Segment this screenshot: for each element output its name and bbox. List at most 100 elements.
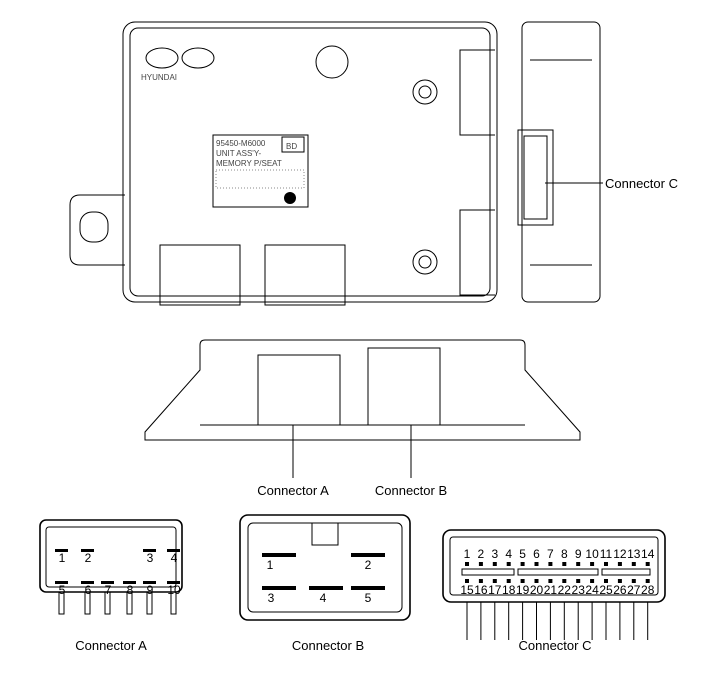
pin-a-contact bbox=[55, 549, 68, 552]
pin-b-contact bbox=[351, 586, 385, 590]
connector-b-latch bbox=[311, 522, 339, 546]
connector-b-housing bbox=[239, 514, 411, 621]
pin-c-contact bbox=[631, 562, 636, 566]
lead-free-mark bbox=[284, 192, 296, 204]
pin-a-label: 10 bbox=[167, 583, 181, 597]
pin-c-contact bbox=[478, 562, 483, 566]
connector-c-housing bbox=[442, 529, 666, 603]
pin-c-label: 8 bbox=[561, 547, 568, 561]
label-line-2: UNIT ASS'Y- bbox=[216, 149, 261, 158]
pin-c-label: 20 bbox=[530, 583, 544, 597]
pin-c-label: 22 bbox=[558, 583, 572, 597]
pin-c-contact bbox=[590, 579, 595, 583]
front-connector-a bbox=[159, 244, 241, 306]
pin-a-contact bbox=[81, 549, 94, 552]
unit-body-inner-edge bbox=[129, 27, 491, 297]
unit-body bbox=[122, 21, 498, 303]
pin-c-label: 24 bbox=[585, 583, 599, 597]
pin-c-label: 10 bbox=[585, 547, 599, 561]
pin-c-label: 27 bbox=[627, 583, 641, 597]
pin-c-label: 15 bbox=[460, 583, 474, 597]
pin-c-contact bbox=[465, 579, 469, 583]
pin-c-contact bbox=[492, 579, 497, 583]
pin-c-label: 25 bbox=[599, 583, 613, 597]
pin-a-contact bbox=[143, 581, 156, 584]
pin-c-label: 21 bbox=[544, 583, 558, 597]
kia-logo bbox=[181, 47, 215, 69]
pin-c-label: 18 bbox=[502, 583, 516, 597]
vent-grille bbox=[315, 45, 349, 79]
label-part-number: 95450-M6000 bbox=[216, 139, 266, 148]
pin-a-contact bbox=[101, 581, 114, 584]
pin-c-contact bbox=[534, 562, 539, 566]
pin-c-contact bbox=[576, 579, 581, 583]
unit-bottom-view: Connector A Connector B bbox=[144, 339, 581, 498]
pin-c-contact bbox=[645, 579, 650, 583]
connector-c-face bbox=[449, 536, 659, 596]
pin-a-contact bbox=[123, 581, 136, 584]
pin-c-label: 13 bbox=[627, 547, 641, 561]
callout-connector-c: Connector C bbox=[605, 176, 678, 191]
connector-c-divider bbox=[517, 568, 599, 576]
pin-a-leg bbox=[58, 591, 65, 615]
pin-b-contact bbox=[262, 553, 296, 557]
left-mount-hole bbox=[79, 211, 109, 243]
pin-c-contact bbox=[576, 562, 581, 566]
pin-b-contact bbox=[309, 586, 343, 590]
connector-b-title: Connector B bbox=[292, 638, 364, 653]
pin-b-contact bbox=[351, 553, 385, 557]
connector-a-title: Connector A bbox=[75, 638, 147, 653]
barcode bbox=[215, 169, 305, 189]
pin-c-contact bbox=[492, 562, 497, 566]
pin-c-contact bbox=[604, 562, 608, 566]
pin-c-contact bbox=[520, 562, 525, 566]
bottom-body bbox=[144, 339, 581, 441]
pin-c-label: 26 bbox=[613, 583, 627, 597]
pin-a-contact bbox=[81, 581, 94, 584]
pin-c-label: 4 bbox=[505, 547, 512, 561]
pin-b-label: 5 bbox=[365, 591, 372, 605]
pin-a-label: 7 bbox=[105, 583, 112, 597]
front-connector-b bbox=[264, 244, 346, 306]
pin-c-contact bbox=[617, 562, 622, 566]
label-code: BD bbox=[286, 142, 297, 151]
pin-b-label: 4 bbox=[320, 591, 327, 605]
bottom-connector-a bbox=[257, 354, 341, 426]
pin-c-label: 3 bbox=[491, 547, 498, 561]
pin-b-label: 3 bbox=[268, 591, 275, 605]
pin-c-contact bbox=[548, 579, 553, 583]
label-plate: BD 95450-M6000 UNIT ASS'Y- MEMORY P/SEAT bbox=[212, 134, 309, 208]
pin-a-label: 8 bbox=[127, 583, 134, 597]
connector-c-divider bbox=[601, 568, 651, 576]
pin-a-label: 2 bbox=[85, 551, 92, 565]
pin-a-contact bbox=[167, 549, 180, 552]
bottom-connector-b bbox=[367, 347, 441, 426]
pin-c-contact bbox=[465, 562, 469, 566]
pin-c-contact bbox=[562, 562, 567, 566]
side-connector-c-inner bbox=[523, 135, 548, 220]
unit-front-view: HYUNDAI BD 95450-M6000 UNIT ASS'Y- MEMOR… bbox=[69, 21, 498, 306]
pin-c-label: 16 bbox=[474, 583, 488, 597]
pin-c-contact bbox=[590, 562, 595, 566]
logo-text: HYUNDAI bbox=[141, 73, 177, 82]
top-mount-hole bbox=[412, 79, 438, 105]
connector-a-face bbox=[45, 526, 177, 588]
pin-a-leg bbox=[104, 591, 111, 615]
pin-c-contact bbox=[534, 579, 539, 583]
pin-c-contact bbox=[645, 562, 650, 566]
pin-c-label: 19 bbox=[516, 583, 530, 597]
bottom-mount-hole bbox=[412, 249, 438, 275]
pin-c-contact bbox=[562, 579, 567, 583]
side-connector-c bbox=[517, 129, 554, 226]
right-top-bracket bbox=[459, 49, 495, 136]
pin-c-contact bbox=[478, 579, 483, 583]
unit-side-view: Connector C bbox=[517, 21, 678, 303]
pin-a-label: 6 bbox=[85, 583, 92, 597]
pin-a-leg bbox=[126, 591, 133, 615]
top-mount-hole-inner bbox=[418, 85, 432, 99]
pin-a-label: 3 bbox=[147, 551, 154, 565]
pin-c-label: 7 bbox=[547, 547, 554, 561]
